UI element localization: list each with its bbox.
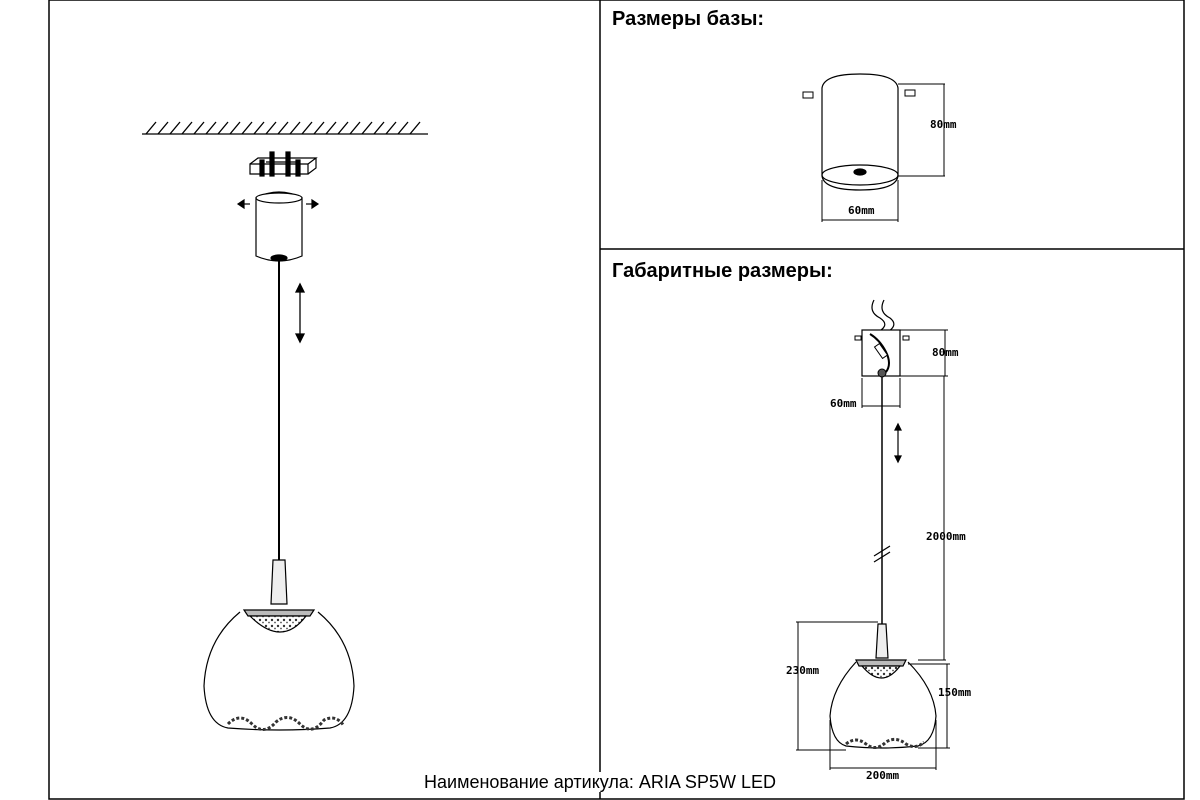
canopy-cable-loop xyxy=(869,333,890,373)
height-adjust-arrow xyxy=(294,282,306,344)
shade-height-label: 150mm xyxy=(938,686,971,699)
base-height-dimension xyxy=(898,83,945,177)
sheet-border xyxy=(48,0,1185,800)
base-width-label: 60mm xyxy=(848,204,875,217)
ceiling-hatch xyxy=(142,121,428,135)
pendant-shade xyxy=(203,559,355,731)
total-height-dimension xyxy=(796,621,878,751)
canopy-left-tag xyxy=(854,335,862,341)
overall-base-height-dimension xyxy=(900,329,948,377)
base-dimensions-drawing: 80mm 60mm xyxy=(802,73,957,222)
canopy-right-tag xyxy=(902,335,910,341)
mounting-bracket xyxy=(249,151,318,177)
installation-drawing xyxy=(142,121,428,731)
shade-width-dimension xyxy=(829,720,937,770)
cable-length-label: 2000mm xyxy=(926,530,966,543)
canopy xyxy=(236,191,320,262)
base-side-markers xyxy=(802,89,916,99)
cable-break-mark xyxy=(873,545,891,563)
canopy-cable-clamp xyxy=(873,342,889,360)
base-width-dimension xyxy=(821,180,899,222)
article-caption-row: Наименование артикула: ARIA SP5W LED xyxy=(0,772,1200,793)
article-caption: Наименование артикула: ARIA SP5W LED xyxy=(420,772,780,792)
overall-dimensions-drawing: 80mm 60mm 2000mm xyxy=(786,299,971,782)
overall-base-width-dimension xyxy=(861,378,901,408)
overall-base-width-label: 60mm xyxy=(830,397,857,410)
cable-length-dimension xyxy=(918,376,946,661)
overall-adjust-arrow xyxy=(894,422,902,464)
shade-height-dimension xyxy=(908,663,950,749)
base-canopy xyxy=(821,73,899,191)
total-height-label: 230mm xyxy=(786,664,819,677)
base-height-label: 80mm xyxy=(930,118,957,131)
canopy-cable-grip xyxy=(877,368,887,378)
overall-base-height-label: 80mm xyxy=(932,346,959,359)
overall-canopy xyxy=(861,329,901,377)
overall-dimensions-title: Габаритные размеры: xyxy=(612,260,833,282)
base-dimensions-title: Размеры базы: xyxy=(612,8,765,30)
overall-shade xyxy=(829,623,937,749)
shade-width-label: 200mm xyxy=(866,769,899,782)
